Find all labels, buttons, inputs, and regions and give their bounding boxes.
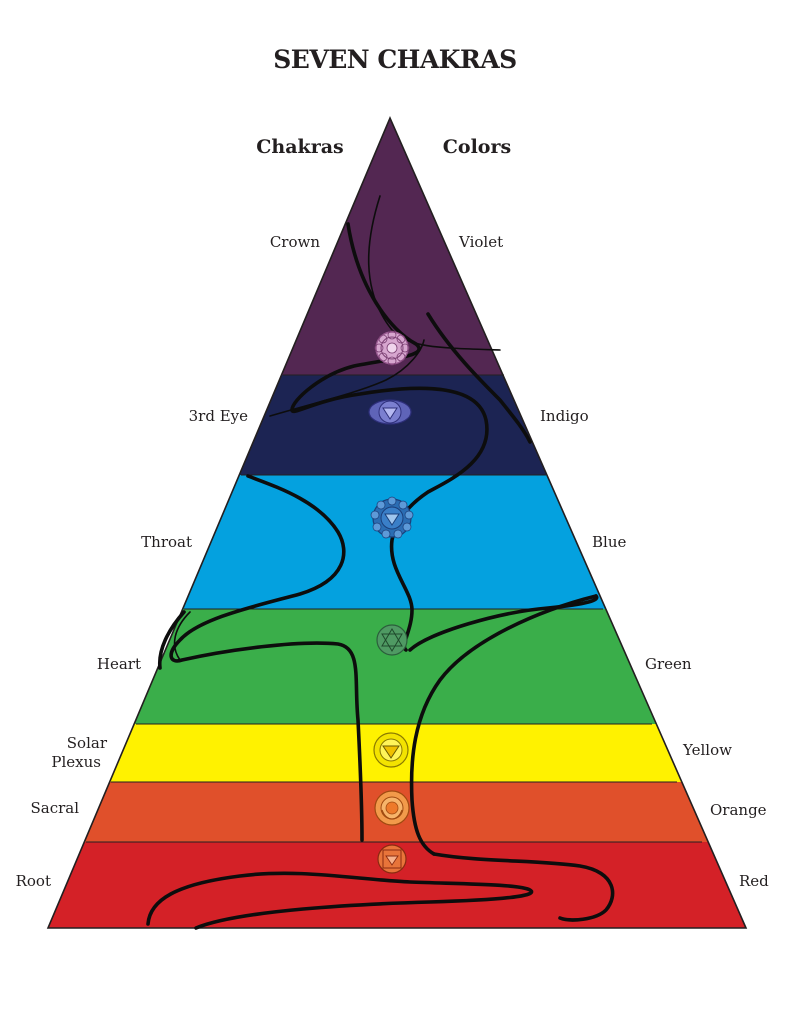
band-dividers [86,374,702,843]
color-label-green: Green [645,655,692,673]
sacral-icon [374,790,410,826]
color-label-yellow: Yellow [682,741,732,759]
chakra-label-sacral: Sacral [30,799,79,817]
chakra-label-solar-plexus-line-2: Plexus [51,753,101,771]
chakra-labels: Crown 3rd Eye Throat Heart Solar Plexus … [16,233,321,890]
chakra-label-solar-plexus-line-1: Solar [67,734,108,752]
chakra-label-heart: Heart [97,655,141,673]
energy-flow-lines [146,195,615,930]
chakra-label-3rd-eye: 3rd Eye [189,407,249,425]
chakras-heading: Chakras [256,136,343,158]
throat-lotus-icon [370,496,414,539]
color-labels: Violet Indigo Blue Green Yellow Orange R… [458,233,769,890]
band-throat-blue [48,475,746,609]
color-label-red: Red [739,872,769,890]
crown-lotus-icon [374,330,410,366]
chakra-label-throat: Throat [141,533,192,551]
color-label-violet: Violet [458,233,503,251]
color-label-orange: Orange [710,801,767,819]
color-label-indigo: Indigo [540,407,589,425]
color-label-blue: Blue [592,533,626,551]
solar-plexus-icon [373,732,409,768]
colors-heading: Colors [443,136,511,158]
chakra-label-crown: Crown [270,233,321,251]
pyramid-outline [46,115,748,929]
page-title: SEVEN CHAKRAS [273,45,517,74]
root-icon [377,844,407,874]
heart-lotus-icon [376,624,408,656]
chakra-label-root: Root [16,872,51,890]
third-eye-icon [368,399,412,425]
